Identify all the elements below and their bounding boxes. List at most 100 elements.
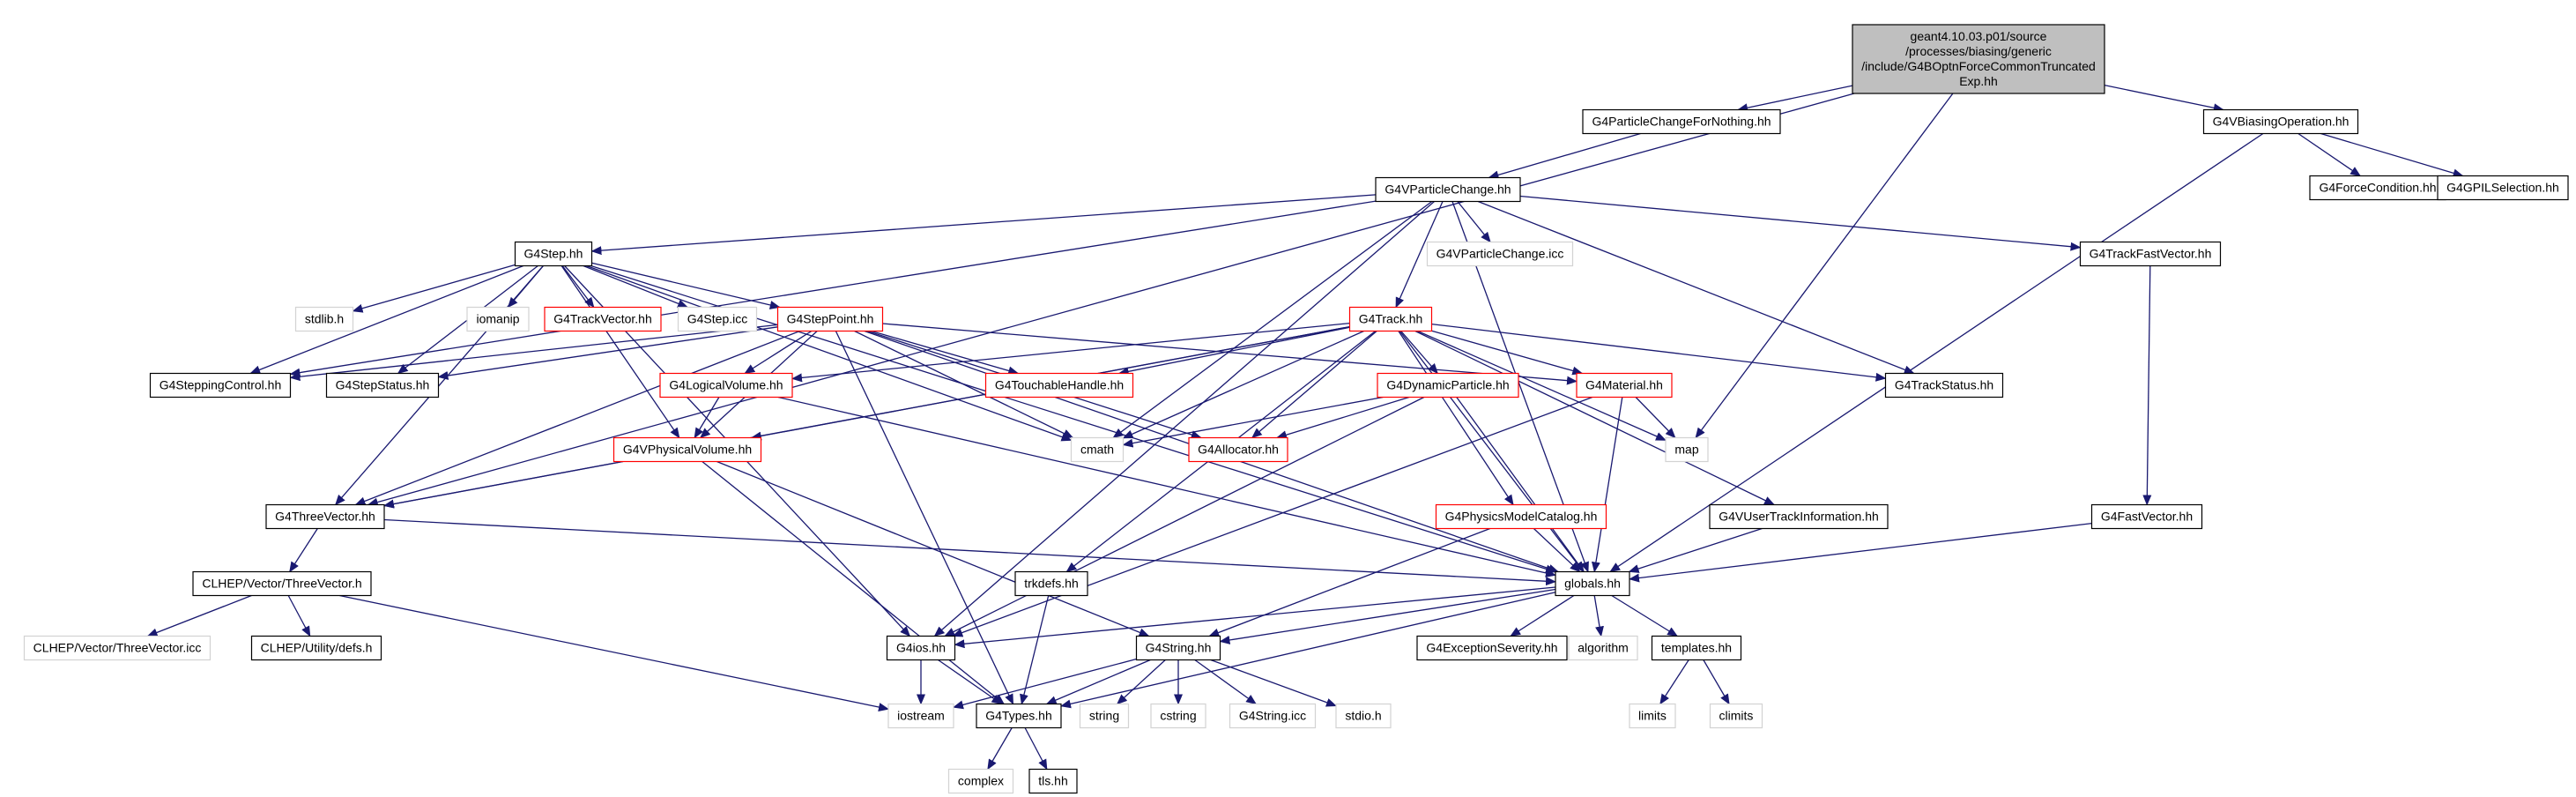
edge-dp-to-alloc [1276, 396, 1410, 440]
node-box-exsev [1416, 635, 1568, 661]
node-ss[interactable]: G4StepStatus.hh [325, 372, 440, 398]
node-dp[interactable]: G4DynamicParticle.hh [1377, 372, 1519, 398]
edge-globals-to-templates [1611, 594, 1679, 637]
edge-fv-to-globals [1629, 522, 2092, 583]
node-label-globals: globals.hh [1564, 577, 1621, 591]
node-fv[interactable]: G4FastVector.hh [2090, 503, 2203, 530]
edge-vpc-to-step [590, 194, 1377, 256]
edge-sp-to-ss [437, 326, 778, 380]
edge-mat-to-map [1635, 397, 1676, 439]
edge-tvec-to-globals [383, 518, 1556, 586]
edge-step-to-sc [249, 264, 524, 375]
node-label-iostream: iostream [897, 709, 945, 723]
node-box-dp [1377, 372, 1519, 398]
node-label-tv: G4TrackVector.hh [553, 312, 652, 326]
edge-templates-to-limits [1659, 659, 1689, 705]
node-label-cmath: cmath [1080, 443, 1114, 457]
node-ios[interactable]: G4ios.hh [886, 635, 956, 661]
node-limits: limits [1629, 703, 1676, 729]
node-trkdefs[interactable]: trkdefs.hh [1014, 570, 1088, 597]
node-box-trkdefs [1014, 570, 1088, 597]
node-ts[interactable]: G4TrackStatus.hh [1884, 372, 2004, 398]
node-sp[interactable]: G4StepPoint.hh [776, 306, 884, 332]
node-label-pv: G4VPhysicalVolume.hh [623, 443, 752, 457]
edge-pv-to-types [702, 460, 1005, 705]
node-complex: complex [947, 768, 1014, 794]
node-algorithm: algorithm [1568, 635, 1638, 661]
edge-track-to-alloc [1251, 331, 1377, 439]
edge-track-to-vuti [1414, 330, 1776, 506]
node-label-fv: G4FastVector.hh [2101, 510, 2193, 524]
node-tfv[interactable]: G4TrackFastVector.hh [2079, 241, 2222, 267]
node-label-clhepdefs: CLHEP/Utility/defs.h [261, 641, 373, 655]
node-exsev[interactable]: G4ExceptionSeverity.hh [1416, 635, 1568, 661]
edge-root-to-map [1695, 93, 1954, 439]
node-th[interactable]: G4TouchableHandle.hh [984, 372, 1134, 398]
node-iostream: iostream [887, 703, 954, 729]
node-box-step [514, 241, 593, 267]
node-tvec[interactable]: G4ThreeVector.hh [265, 503, 385, 530]
node-box-stdlib [294, 306, 354, 332]
edge-sp-to-sc [289, 324, 778, 382]
node-box-pmc [1435, 503, 1607, 530]
node-label-ios: G4ios.hh [896, 641, 946, 655]
node-box-tfv [2079, 241, 2222, 267]
node-label-map: map [1674, 443, 1698, 457]
edge-mat-to-ios [952, 396, 1593, 637]
node-label-vuti: G4VUserTrackInformation.hh [1719, 510, 1879, 524]
edge-root-to-vbo [2104, 84, 2224, 113]
node-alloc[interactable]: G4Allocator.hh [1188, 436, 1288, 463]
node-clhep3v[interactable]: CLHEP/Vector/ThreeVector.h [192, 570, 372, 597]
node-lv[interactable]: G4LogicalVolume.hh [659, 372, 793, 398]
node-sc[interactable]: G4SteppingControl.hh [149, 372, 292, 398]
node-label-complex: complex [958, 774, 1004, 788]
edge-step-to-stdlib [352, 264, 516, 313]
edge-track-to-pmc [1398, 331, 1514, 506]
node-vpcicc: G4VParticleChange.icc [1426, 241, 1574, 267]
node-box-track [1348, 306, 1433, 332]
node-box-fv [2090, 503, 2203, 530]
node-mat[interactable]: G4Material.hh [1576, 372, 1673, 398]
edge-dp-to-globals [1456, 397, 1585, 573]
node-templates[interactable]: templates.hh [1651, 635, 1742, 661]
node-label-pmc: G4PhysicsModelCatalog.hh [1445, 510, 1598, 524]
node-pv[interactable]: G4VPhysicalVolume.hh [612, 436, 762, 463]
node-iomanip: iomanip [466, 306, 530, 332]
node-gpil[interactable]: G4GPILSelection.hh [2437, 175, 2569, 201]
node-tls[interactable]: tls.hh [1028, 768, 1078, 794]
edge-g4string-to-iostream [953, 658, 1137, 710]
node-box-clhep3vicc [23, 635, 212, 661]
node-label-fc: G4ForceCondition.hh [2319, 181, 2436, 195]
node-cstring: cstring [1150, 703, 1206, 729]
node-vuti[interactable]: G4VUserTrackInformation.hh [1709, 503, 1889, 530]
node-label-gpil: G4GPILSelection.hh [2446, 181, 2559, 195]
node-root[interactable]: geant4.10.03.p01/source/processes/biasin… [1852, 24, 2105, 94]
node-box-sp [776, 306, 884, 332]
node-pcfn[interactable]: G4ParticleChangeForNothing.hh [1582, 108, 1781, 135]
node-vpc[interactable]: G4VParticleChange.hh [1375, 176, 1521, 203]
node-clhepdefs[interactable]: CLHEP/Utility/defs.h [250, 635, 382, 661]
node-stdio: stdio.h [1335, 703, 1392, 729]
edge-step-to-stepicc [583, 264, 689, 309]
node-step[interactable]: G4Step.hh [514, 241, 593, 267]
node-g4string[interactable]: G4String.hh [1135, 635, 1221, 661]
node-vbo[interactable]: G4VBiasingOperation.hh [2202, 108, 2359, 135]
edge-root-to-tvec [367, 93, 1855, 507]
node-pmc[interactable]: G4PhysicsModelCatalog.hh [1435, 503, 1607, 530]
edge-step-to-pv [560, 265, 680, 439]
edge-track-to-dp [1400, 331, 1438, 375]
node-label-ts: G4TrackStatus.hh [1895, 378, 1993, 392]
edge-track-to-cmath [1122, 330, 1364, 439]
node-label-th: G4TouchableHandle.hh [995, 378, 1124, 392]
node-fc[interactable]: G4ForceCondition.hh [2309, 175, 2446, 201]
node-tv[interactable]: G4TrackVector.hh [544, 306, 662, 332]
node-track[interactable]: G4Track.hh [1348, 306, 1433, 332]
node-stdlib: stdlib.h [294, 306, 354, 332]
node-label-stdlib: stdlib.h [305, 312, 344, 326]
edge-vpc-to-ios [933, 201, 1435, 637]
node-climits: climits [1709, 703, 1763, 729]
node-globals[interactable]: globals.hh [1555, 570, 1630, 597]
node-box-fc [2309, 175, 2446, 201]
node-types[interactable]: G4Types.hh [976, 703, 1062, 729]
edge-vpc-to-cmath [1112, 200, 1433, 439]
